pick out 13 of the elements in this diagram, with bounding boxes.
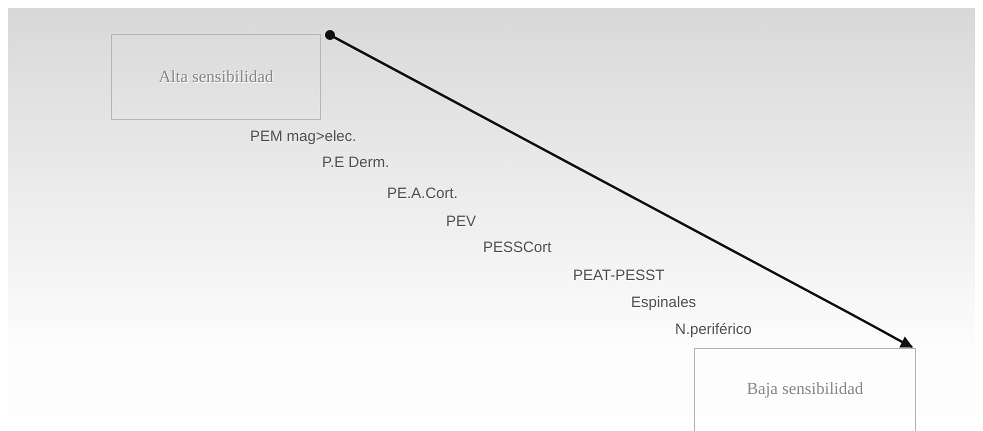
label-box — [694, 348, 916, 431]
arrow — [325, 30, 914, 348]
technique-label: PEM mag>elec. — [250, 128, 356, 146]
technique-label: N.periférico — [675, 321, 752, 339]
technique-label: PEAT-PESST — [573, 267, 664, 285]
technique-label: P.E Derm. — [322, 154, 390, 172]
label-box — [111, 34, 321, 120]
box-label: Alta sensibilidad — [158, 67, 274, 87]
technique-label: PEV — [446, 213, 476, 231]
technique-label: PESSCort — [483, 239, 552, 257]
box-label: Baja sensibilidad — [746, 379, 864, 399]
technique-label: Espinales — [631, 294, 696, 312]
technique-label: PE.A.Cort. — [387, 185, 458, 203]
